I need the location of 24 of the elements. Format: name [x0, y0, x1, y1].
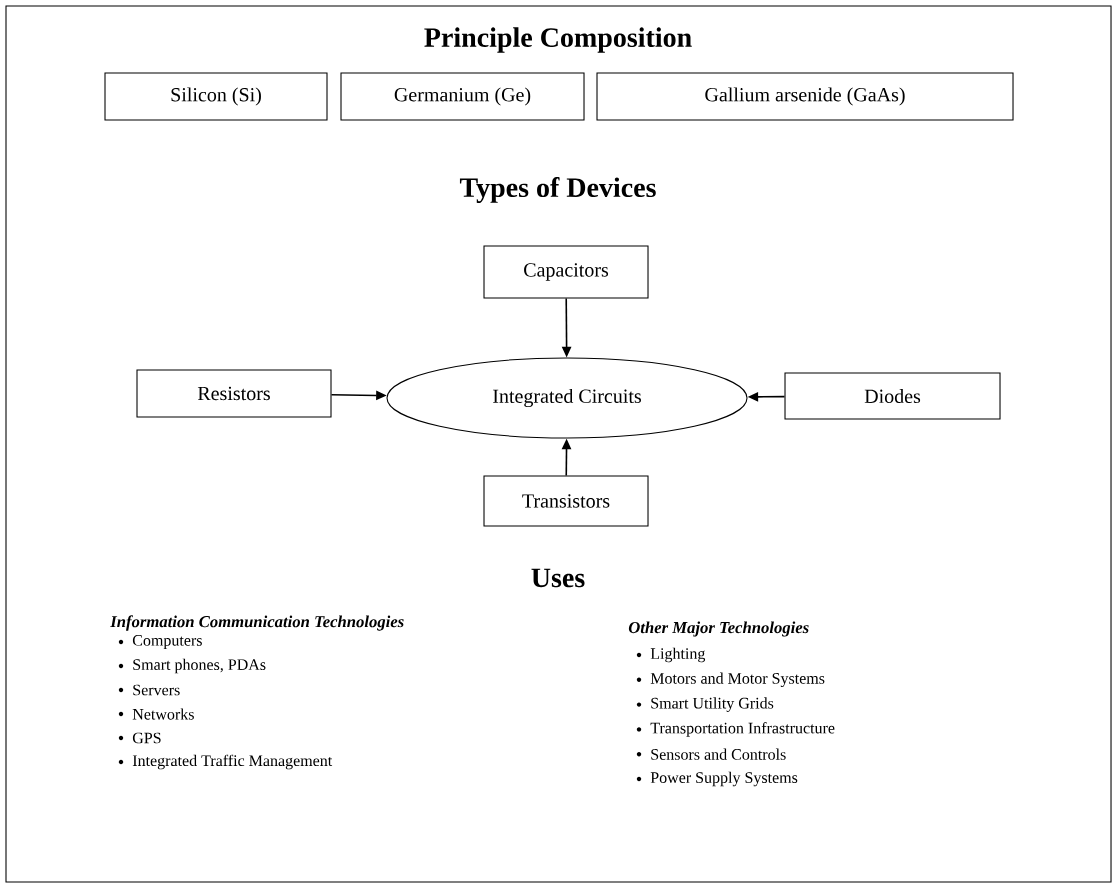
bullet-list-item: Networks	[132, 708, 194, 720]
process-box: Resistors	[136, 369, 332, 418]
bullet-list-item: Sensors and Controls	[651, 748, 786, 760]
bullet-list-item: GPS	[132, 732, 161, 744]
bullet-list-item: Smart Utility Grids	[651, 697, 774, 712]
section-heading: Types of Devices	[459, 177, 656, 203]
process-box: Gallium arsenide (GaAs)	[596, 72, 1014, 121]
bullet-list-item: Lighting	[650, 647, 706, 663]
process-box: Transistors	[483, 475, 649, 527]
process-box: Silicon (Si)	[104, 72, 328, 121]
section-heading: Uses	[531, 568, 585, 588]
list-heading: Other Major Technologies	[628, 621, 809, 637]
process-box: Diodes	[784, 372, 1001, 420]
bullet-list-item: Integrated Traffic Management	[132, 754, 333, 770]
bullet-list-item: Transportation Infrastructure	[650, 722, 835, 737]
list-heading: Information Communication Technologies	[110, 615, 404, 631]
bullet-list-item: Smart phones, PDAs	[133, 658, 266, 674]
bullet-list-item: Servers	[133, 684, 180, 696]
bullet-list-item: Motors and Motor Systems	[650, 672, 825, 688]
bullet-list-item: Power Supply Systems	[650, 771, 798, 787]
process-box: Capacitors	[483, 245, 649, 299]
title: Principle Composition	[424, 27, 692, 53]
process-box: Germanium (Ge)	[340, 72, 585, 121]
bullet-list-item: Computers	[132, 635, 202, 649]
